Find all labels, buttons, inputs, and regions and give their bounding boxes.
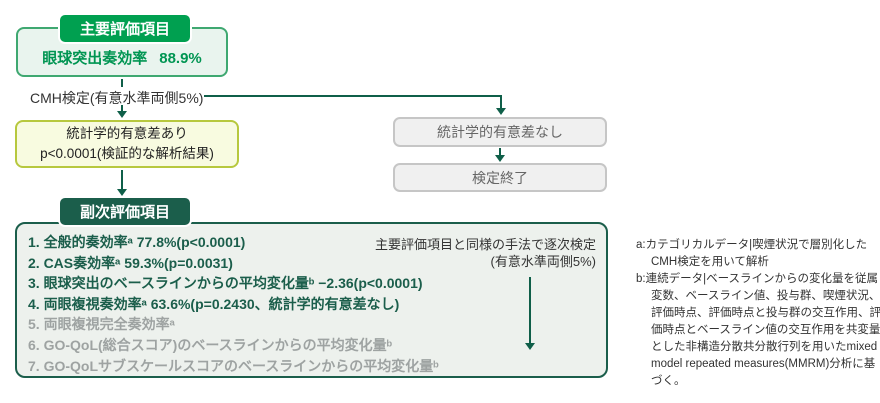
secondary-endpoint-item-1: 1. 全般的奏効率ᵃ 77.8%(p<0.0001) [28,234,246,250]
connector-branch-vertical [500,95,502,109]
significant-result-line1: 統計学的有意差あり [66,126,188,142]
secondary-endpoint-item-6: 6. GO-QoL(総合スコア)のベースラインからの平均変化量ᵇ [28,336,393,353]
secondary-endpoint-item-2: 2. CAS奏効率ᵃ 59.3%(p=0.0031) [28,254,233,271]
secondary-endpoint-item-5: 5. 両眼複視完全奏効率ᵃ [28,316,175,333]
sequential-test-note: 主要評価項目と同様の手法で逐次検定 (有意水準両側5%) [330,236,596,270]
connector-branch-horizontal [204,95,502,97]
arrowhead-to-not-significant [496,108,506,115]
connector-to-test-end [499,148,501,156]
secondary-endpoint-box [15,222,608,378]
cmh-test-label: CMH検定(有意水準両側5%) [30,90,204,106]
significant-result-box: 統計学的有意差あり p<0.0001(検証的な解析結果) [15,120,239,168]
arrowhead-to-secondary [117,189,127,196]
connector-to-secondary [121,170,123,190]
secondary-endpoint-list: 1. 全般的奏効率ᵃ 77.8%(p<0.0001) 2. CAS奏効率ᵃ 59… [28,232,439,376]
secondary-endpoint-item-7: 7. GO-QoLサブスケールスコアのベースラインからの平均変化量ᵇ [28,357,439,374]
footnote-a: a:カテゴリカルデータ|喫煙状況で層別化したCMH検定を用いて解析 [636,239,868,268]
secondary-endpoint-item-3: 3. 眼球突出のベースラインからの平均変化量ᵇ −2.36(p<0.0001) [28,275,423,292]
secondary-endpoint-item-4: 4. 両眼複視奏効率ᵃ 63.6%(p=0.2430、統計学的有意差なし) [28,295,400,312]
sequential-test-note-line2: (有意水準両側5%) [490,254,596,269]
proptosis-response-value: 88.9% [159,50,202,67]
not-significant-box: 統計学的有意差なし [393,117,607,147]
sequential-test-arrow-line [529,277,531,344]
connector-primary-to-cmh [121,79,123,87]
sequential-test-note-line1: 主要評価項目と同様の手法で逐次検定 [374,237,596,252]
footnotes: a:カテゴリカルデータ|喫煙状況で層別化したCMH検定を用いて解析 b:連続デー… [636,237,880,390]
arrowhead-to-significant [117,111,127,118]
secondary-endpoint-badge: 副次評価項目 [58,196,192,227]
test-end-box: 検定終了 [393,163,607,192]
significant-result-line2: p<0.0001(検証的な解析結果) [40,146,214,161]
arrowhead-to-test-end [495,155,505,162]
proptosis-response-rate: 眼球突出奏効率 88.9% [18,47,226,68]
footnote-b: b:連続データ|ベースラインからの変化量を従属変数、ベースライン値、投与群、喫煙… [636,273,880,387]
connector-cmh-to-significant [121,105,123,112]
sequential-test-arrowhead [525,343,535,350]
proptosis-response-label: 眼球突出奏効率 [42,50,148,67]
primary-endpoint-badge: 主要評価項目 [58,13,192,44]
